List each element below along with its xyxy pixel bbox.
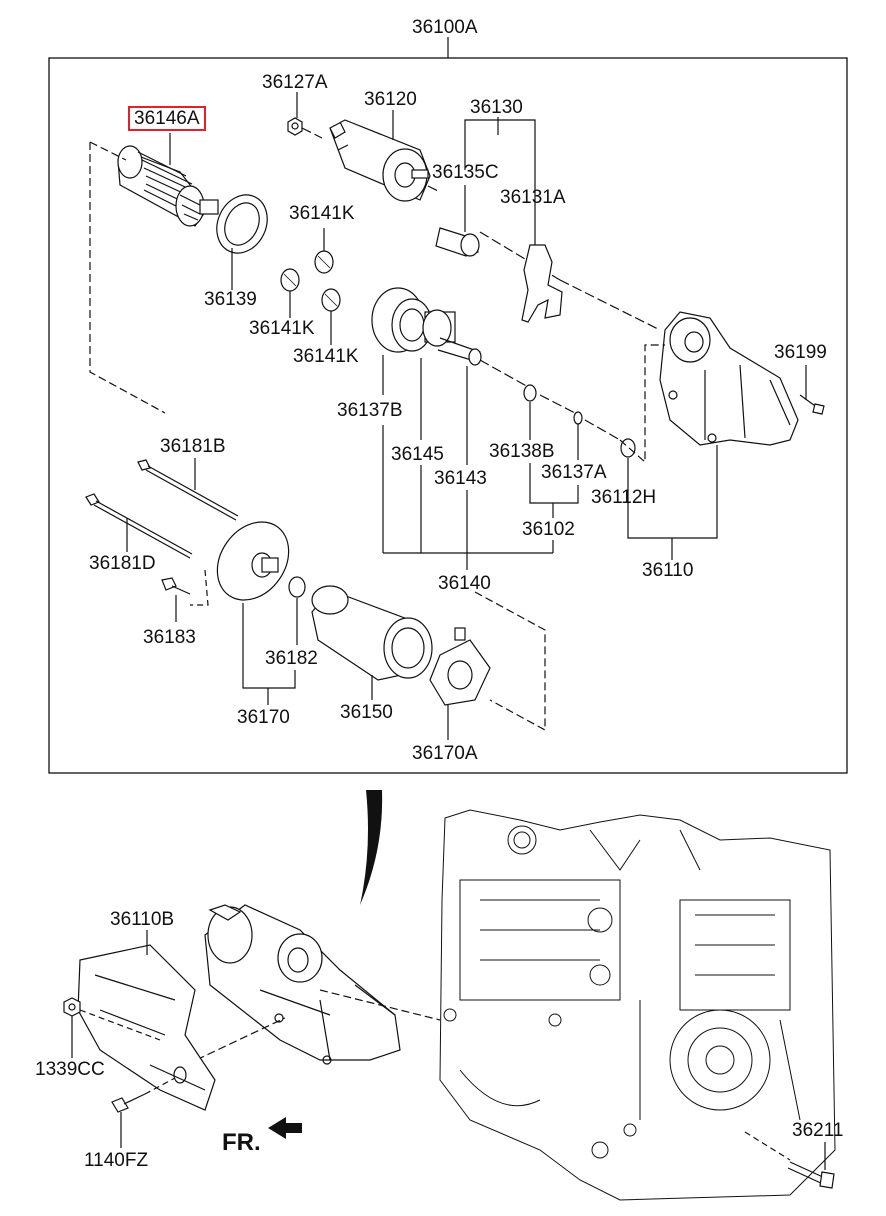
part-label-36182: 36182	[265, 648, 318, 669]
part-label-36146A-highlighted: 36146A	[128, 106, 206, 131]
part-label-36138B: 36138B	[489, 441, 555, 462]
swoosh-arrow	[360, 790, 383, 905]
part-label-36143: 36143	[434, 468, 487, 489]
part-label-36137A: 36137A	[541, 462, 607, 483]
part-label-36141K-b: 36141K	[249, 318, 315, 339]
nut-1339CC	[63, 997, 161, 1041]
part-label-36140: 36140	[438, 573, 491, 594]
bolt-36199	[799, 394, 825, 415]
armature-drawing	[117, 145, 219, 227]
part-label-1140FZ: 1140FZ	[84, 1150, 149, 1171]
part-label-36199: 36199	[774, 342, 827, 363]
engine-block	[439, 809, 836, 1201]
part-label-36100A: 36100A	[412, 17, 478, 38]
clutch-assembly	[371, 287, 482, 366]
starter-motor-assembly	[204, 904, 401, 1065]
rear-end-frame	[216, 521, 290, 601]
through-bolt-36181B	[137, 459, 239, 521]
part-label-36183: 36183	[143, 627, 196, 648]
part-label-36181D: 36181D	[89, 553, 156, 574]
part-label-36211: 36211	[792, 1120, 844, 1141]
part-label-36102: 36102	[522, 519, 575, 540]
lever-36131A	[521, 244, 563, 323]
part-label-36112H: 36112H	[591, 487, 657, 508]
bolt-36211	[744, 1131, 835, 1189]
front-direction-label: FR.	[222, 1129, 261, 1156]
through-bolt-36181D	[85, 493, 193, 559]
bushing-36112H	[620, 438, 636, 458]
plunger-36135C	[435, 227, 480, 257]
nut-36127A	[287, 117, 303, 136]
part-label-36170A: 36170A	[412, 743, 478, 764]
part-label-36131A: 36131A	[500, 187, 566, 208]
part-label-36130: 36130	[470, 97, 523, 118]
front-arrow-icon	[268, 1117, 302, 1139]
part-label-36110B: 36110B	[110, 909, 175, 930]
heat-shield-36110B	[77, 944, 216, 1111]
brush-holder-36170A	[429, 627, 491, 706]
part-label-36181B: 36181B	[160, 436, 226, 457]
part-label-36135C: 36135C	[432, 162, 499, 183]
drive-plate-36139	[216, 194, 268, 254]
part-label-36141K-c: 36141K	[293, 346, 359, 367]
part-label-36170: 36170	[237, 707, 290, 728]
part-label-36139: 36139	[204, 289, 257, 310]
part-label-1339CC: 1339CC	[35, 1059, 105, 1080]
part-label-36137B: 36137B	[337, 400, 403, 421]
bolt-1140FZ	[111, 1077, 176, 1113]
part-label-36145: 36145	[391, 444, 444, 465]
bushing-36182	[288, 576, 306, 598]
bolt-36183	[161, 577, 191, 595]
front-housing-36110	[659, 311, 799, 446]
part-label-36141K-a: 36141K	[289, 203, 355, 224]
yoke-36150	[311, 585, 433, 681]
solenoid-36120	[329, 119, 431, 202]
ring-36138B	[523, 384, 537, 402]
planet-gears	[280, 250, 341, 312]
part-label-36127A: 36127A	[262, 72, 328, 93]
part-label-36150: 36150	[340, 702, 393, 723]
part-label-36120: 36120	[364, 89, 417, 110]
ring-36137A	[573, 411, 583, 425]
part-label-36110: 36110	[642, 560, 694, 581]
